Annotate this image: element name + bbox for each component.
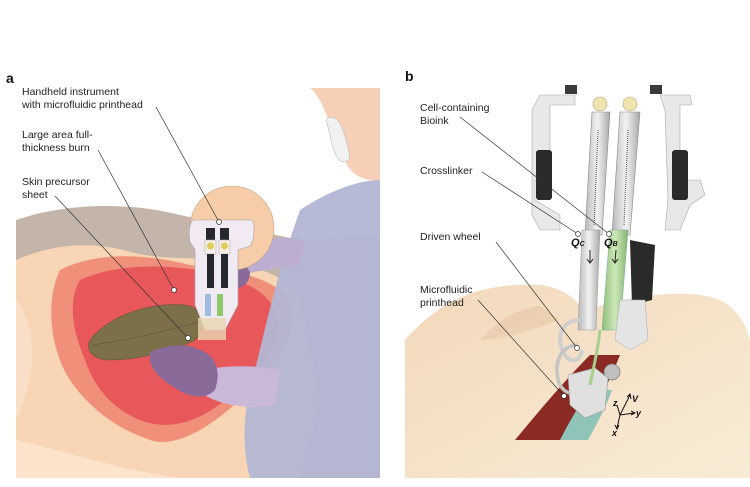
label-crosslinker: Crosslinker bbox=[420, 165, 473, 177]
wheel-mount bbox=[614, 299, 649, 351]
label-driven-wheel: Driven wheel bbox=[420, 231, 481, 243]
glove-lower bbox=[150, 345, 218, 397]
label-microfluidic-printhead: Microfluidic printhead bbox=[420, 284, 473, 309]
bioink-flow-arrow bbox=[611, 249, 619, 264]
bioink-syringe bbox=[611, 111, 641, 236]
flow-rate-bioink-symbol: QB bbox=[604, 237, 618, 249]
syringe-plunger-cap-left bbox=[592, 96, 608, 112]
surgeon-gown bbox=[244, 180, 380, 478]
printhead-tip bbox=[198, 318, 226, 340]
surgeon-head bbox=[310, 88, 380, 181]
surgeon-lower-arm bbox=[200, 366, 280, 407]
coordinate-axes bbox=[614, 392, 637, 431]
panel-b-letter: b bbox=[405, 68, 414, 84]
syringe-plunger-cap-right bbox=[622, 96, 638, 112]
label-full-thickness-burn: Large area full- thickness burn bbox=[22, 129, 93, 154]
label-skin-precursor-sheet: Skin precursor sheet bbox=[22, 176, 90, 201]
flow-rate-crosslinker-symbol: QC bbox=[571, 237, 585, 249]
label-handheld-instrument: Handheld instrument with microfluidic pr… bbox=[22, 86, 143, 111]
axis-label-z: z bbox=[613, 398, 618, 408]
axis-label-y: y bbox=[636, 408, 642, 418]
surgeon-mask bbox=[326, 117, 350, 163]
right-handle bbox=[672, 150, 688, 200]
axis-label-x: x bbox=[612, 428, 618, 438]
label-cell-containing-bioink: Cell-containing Bioink bbox=[420, 102, 490, 127]
crosslinker-flow-arrow bbox=[586, 250, 594, 264]
driven-wheel bbox=[603, 363, 621, 381]
bioink-reservoir bbox=[217, 294, 223, 316]
axis-label-v: V bbox=[632, 394, 639, 404]
crosslinker-tube bbox=[577, 229, 601, 331]
left-handle bbox=[536, 150, 552, 200]
drive-motor bbox=[630, 240, 655, 305]
patient-arm bbox=[16, 300, 33, 420]
panel-a-letter: a bbox=[6, 70, 14, 86]
crosslinker-syringe bbox=[584, 111, 611, 236]
syringe-cap-left bbox=[207, 242, 214, 250]
crosslinker-reservoir bbox=[205, 294, 211, 316]
instrument-frame-right bbox=[659, 94, 706, 231]
instrument-frame-left bbox=[531, 94, 576, 231]
syringe-cap-right bbox=[221, 242, 228, 250]
